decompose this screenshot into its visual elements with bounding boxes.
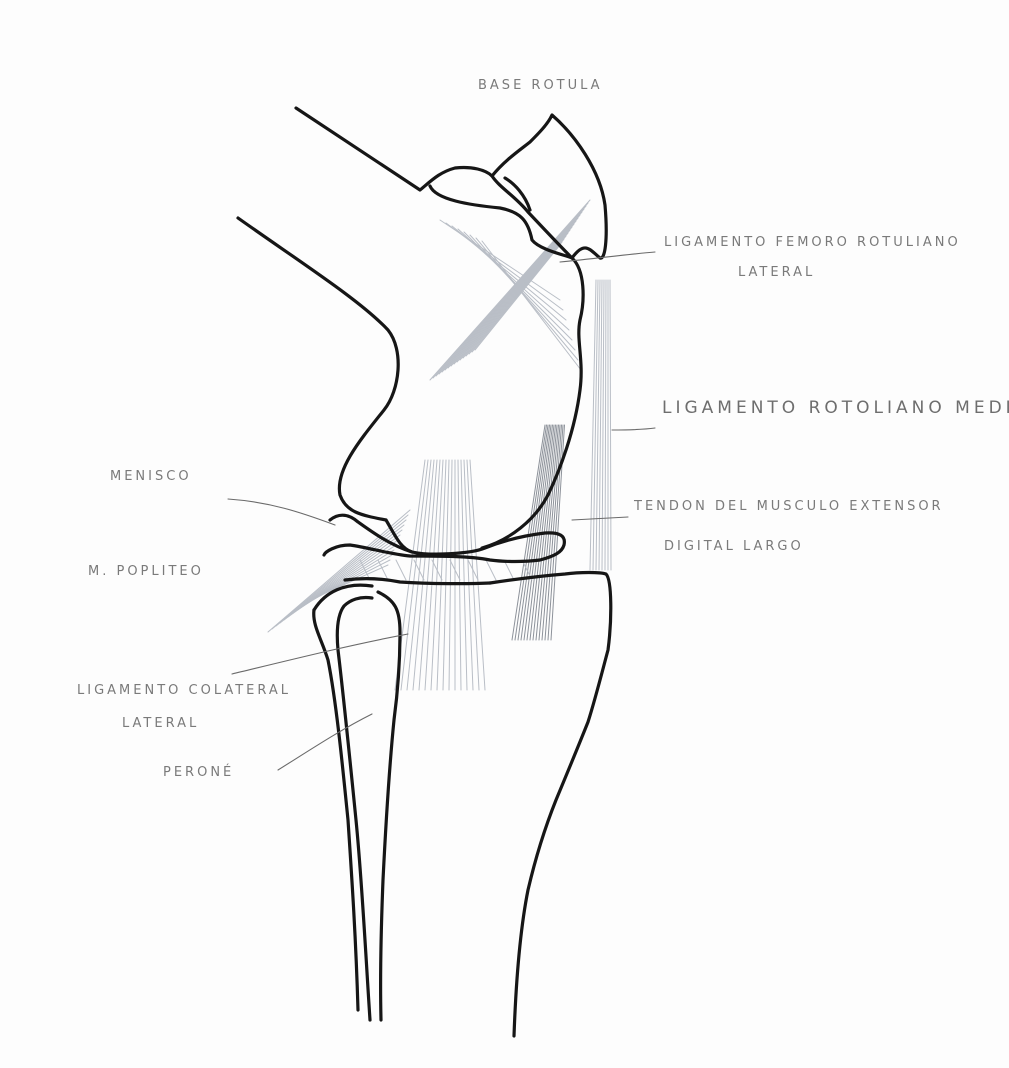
- fibula-outline: [314, 585, 372, 1020]
- meniscus-fiber: [486, 560, 496, 580]
- leader-menisco: [228, 499, 335, 525]
- collateral-ligament-fiber: [461, 460, 467, 690]
- femoropatellar-fiber: [475, 245, 560, 350]
- femoropatellar-fiber: [445, 215, 580, 370]
- label-lig-rotuliano-medio: LIGAMENTO ROTOLIANO MEDIO: [662, 400, 1009, 417]
- femoropatellar-fiber: [430, 200, 590, 380]
- patellar-ligament-fiber: [602, 280, 604, 570]
- collateral-ligament-fiber: [458, 460, 461, 690]
- label-lig-femororotuliano-line1: LIGAMENTO FEMORO ROTULIANO: [664, 236, 961, 249]
- label-m-popliteo: M. POPLITEO: [88, 565, 204, 578]
- leader-lig-rotuliano-medio: [612, 428, 655, 430]
- label-lig-colateral-line2: LATERAL: [122, 717, 199, 730]
- collateral-ligament-fiber: [449, 460, 452, 690]
- patellar-ligament-fiber: [605, 280, 606, 570]
- patella-outline: [492, 115, 606, 258]
- label-lig-colateral-line1: LIGAMENTO COLATERAL: [77, 684, 291, 697]
- meniscus-fiber: [396, 560, 406, 580]
- tibia-outline: [345, 573, 611, 1037]
- label-tendon-line1: TENDON DEL MUSCULO EXTENSOR: [634, 500, 944, 513]
- label-menisco: MENISCO: [110, 470, 192, 483]
- patellar-ligament-fiber: [610, 280, 611, 570]
- label-tendon-line2: DIGITAL LARGO: [664, 540, 804, 553]
- label-base-rotula: BASE ROTULA: [478, 79, 603, 92]
- femur-outline: [238, 108, 583, 552]
- leader-perone: [278, 714, 372, 770]
- femoropatellar-fiber: [454, 224, 574, 364]
- femoropatellar-fiber: [448, 218, 578, 368]
- label-perone: PERONÉ: [163, 766, 234, 779]
- meniscus-fiber: [378, 560, 388, 580]
- label-lig-femororotuliano-line2: LATERAL: [738, 266, 815, 279]
- collateral-ligament-fiber: [443, 460, 449, 690]
